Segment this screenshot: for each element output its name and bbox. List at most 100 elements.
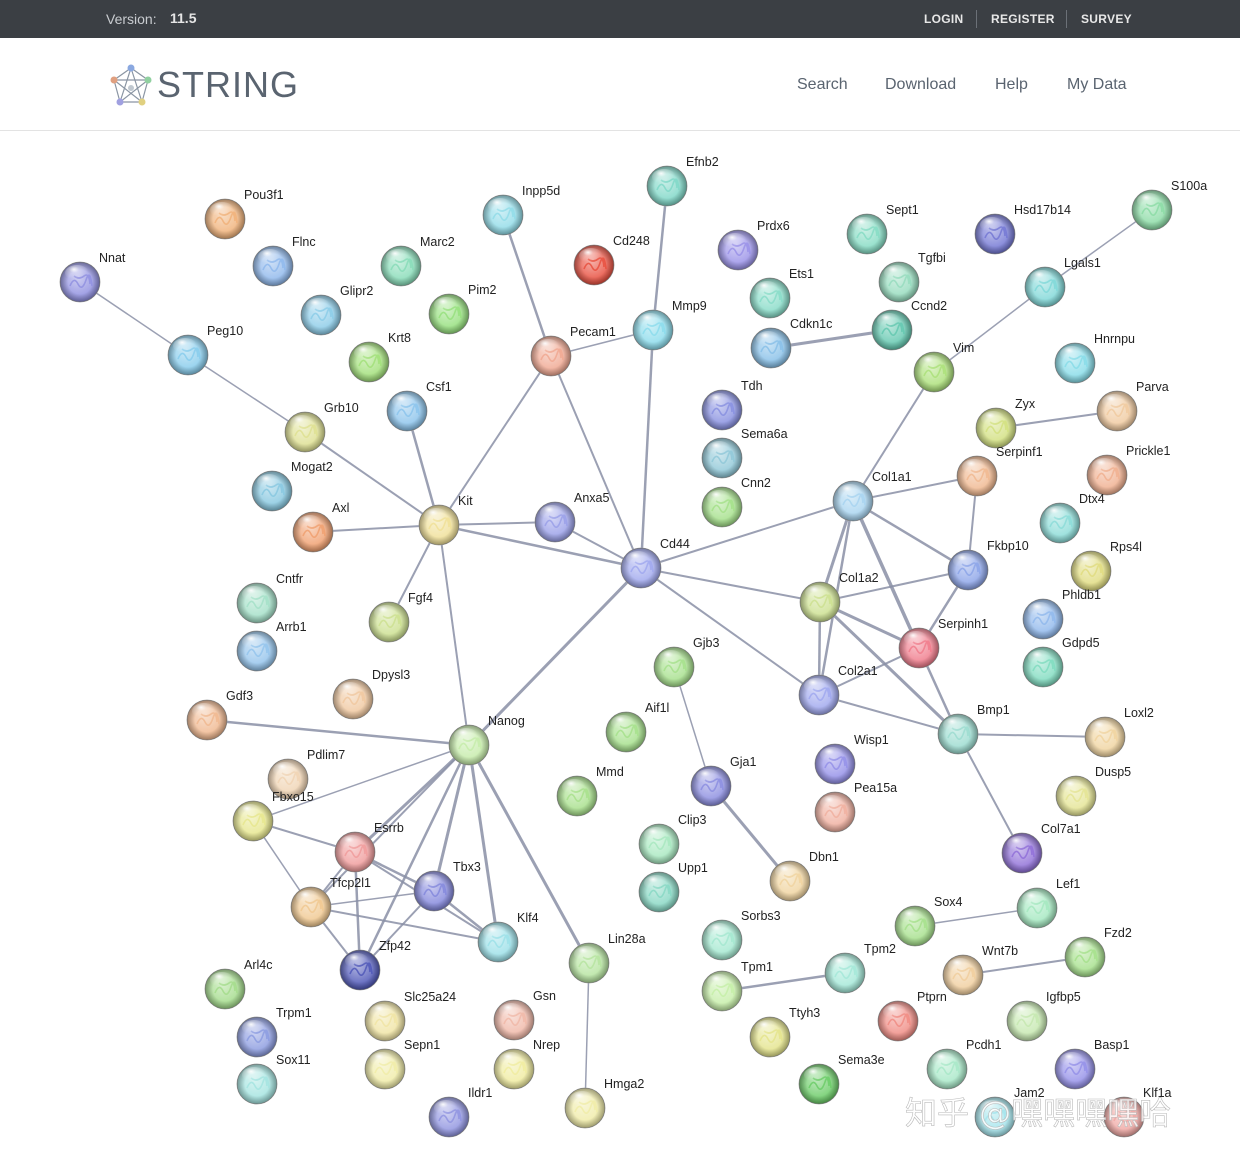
node-mogat2[interactable]: Mogat2	[251, 460, 333, 512]
edge-kit-cd44[interactable]	[438, 523, 642, 570]
node-col1a1[interactable]: Col1a1	[832, 470, 912, 522]
edge-col2a1-bmp1[interactable]	[818, 694, 959, 735]
edge-nanog-klf4[interactable]	[467, 744, 500, 943]
node-inpp5d[interactable]: Inpp5d	[482, 184, 560, 236]
node-trpm1[interactable]: Trpm1	[236, 1006, 312, 1058]
node-glipr2[interactable]: Glipr2	[300, 284, 373, 336]
node-col2a1[interactable]: Col2a1	[798, 664, 878, 716]
node-klf4[interactable]: Klf4	[477, 911, 539, 963]
login-link[interactable]: LOGIN	[924, 12, 964, 26]
node-ccnd2[interactable]: Ccnd2	[871, 299, 947, 351]
node-prdx6[interactable]: Prdx6	[717, 219, 790, 271]
node-gja1[interactable]: Gja1	[690, 755, 756, 807]
node-pim2[interactable]: Pim2	[428, 283, 497, 335]
edge-lin28a-hmga2[interactable]	[584, 962, 590, 1109]
edge-mmp9-cd44[interactable]	[639, 329, 655, 569]
node-wisp1[interactable]: Wisp1	[814, 733, 889, 785]
node-col7a1[interactable]: Col7a1	[1001, 822, 1081, 874]
edge-peg10-grb10[interactable]	[187, 354, 306, 433]
edge-nanog-tfcp2l1[interactable]	[310, 744, 470, 908]
node-loxl2[interactable]: Loxl2	[1084, 706, 1154, 758]
edge-col1a2-bmp1[interactable]	[818, 600, 960, 736]
node-dbn1[interactable]: Dbn1	[769, 850, 839, 902]
node-gsn[interactable]: Gsn	[493, 989, 556, 1041]
node-gdf3[interactable]: Gdf3	[186, 689, 253, 741]
node-nnat[interactable]: Nnat	[59, 251, 126, 303]
node-rps4l[interactable]: Rps4l	[1070, 540, 1142, 592]
node-prickle1[interactable]: Prickle1	[1086, 444, 1171, 496]
node-dpysl3[interactable]: Dpysl3	[332, 668, 410, 720]
node-arrb1[interactable]: Arrb1	[236, 620, 307, 672]
edge-wnt7b-fzd2[interactable]	[962, 956, 1086, 976]
edge-nanog-esrrb[interactable]	[353, 743, 471, 854]
node-zyx[interactable]: Zyx	[975, 397, 1036, 449]
edge-vim-col1a1[interactable]	[852, 371, 935, 502]
node-upp1[interactable]: Upp1	[638, 861, 708, 913]
edge-kit-pecam1[interactable]	[438, 355, 552, 526]
edge-sox4-lef1[interactable]	[914, 907, 1038, 927]
node-hmga2[interactable]: Hmga2	[564, 1077, 644, 1129]
node-dusp5[interactable]: Dusp5	[1055, 765, 1131, 817]
node-sept1[interactable]: Sept1	[846, 203, 919, 255]
node-tbx3[interactable]: Tbx3	[413, 860, 481, 912]
survey-link[interactable]: SURVEY	[1081, 12, 1132, 26]
node-tdh[interactable]: Tdh	[701, 379, 763, 431]
node-klf1a[interactable]: Klf1a	[1103, 1086, 1172, 1138]
node-pea15a[interactable]: Pea15a	[814, 781, 897, 833]
edge-col1a1-serpinf1[interactable]	[852, 475, 978, 502]
node-cdkn1c[interactable]: Cdkn1c	[750, 317, 832, 369]
node-mmp9[interactable]: Mmp9	[632, 299, 707, 351]
node-tpm2[interactable]: Tpm2	[824, 942, 896, 994]
edge-tpm1-tpm2[interactable]	[721, 971, 846, 993]
node-wnt7b[interactable]: Wnt7b	[942, 944, 1018, 996]
node-mmd[interactable]: Mmd	[556, 765, 624, 817]
edge-nnat-peg10[interactable]	[79, 281, 189, 356]
node-serpinh1[interactable]: Serpinh1	[898, 617, 988, 669]
node-lef1[interactable]: Lef1	[1016, 877, 1080, 929]
node-ptprn[interactable]: Ptprn	[877, 990, 947, 1042]
node-tpm1[interactable]: Tpm1	[701, 960, 773, 1012]
node-arl4c[interactable]: Arl4c	[204, 958, 272, 1010]
edge-bmp1-loxl2[interactable]	[957, 733, 1106, 738]
edge-fbxo15-nanog[interactable]	[252, 744, 470, 822]
edge-inpp5d-pecam1[interactable]	[501, 214, 553, 357]
logo-text[interactable]: STRING	[157, 64, 300, 105]
node-col1a2[interactable]: Col1a2	[799, 571, 879, 623]
node-cd44[interactable]: Cd44	[620, 537, 690, 589]
edge-kit-nanog[interactable]	[438, 524, 470, 746]
edge-cd44-col1a1[interactable]	[640, 500, 854, 569]
node-bmp1[interactable]: Bmp1	[937, 703, 1010, 755]
node-pecam1[interactable]: Pecam1	[530, 325, 616, 377]
node-peg10[interactable]: Peg10	[167, 324, 243, 376]
edge-bmp1-col7a1[interactable]	[957, 733, 1023, 854]
node-axl[interactable]: Axl	[292, 501, 349, 553]
edge-cd44-nanog[interactable]	[467, 566, 643, 747]
edge-pecam1-cd44[interactable]	[550, 355, 642, 569]
node-efnb2[interactable]: Efnb2	[646, 155, 719, 207]
node-sox11[interactable]: Sox11	[236, 1053, 311, 1105]
edge-gja1-dbn1[interactable]	[709, 785, 792, 882]
node-nanog[interactable]: Nanog	[448, 714, 525, 766]
edge-col1a1-serpinh1[interactable]	[851, 500, 921, 649]
node-parva[interactable]: Parva	[1096, 380, 1169, 432]
edge-tfcp2l1-tbx3[interactable]	[310, 890, 435, 908]
node-phldb1[interactable]: Phldb1	[1022, 588, 1101, 640]
node-flnc[interactable]: Flnc	[252, 235, 316, 287]
nav-search[interactable]: Search	[797, 76, 848, 93]
node-clip3[interactable]: Clip3	[638, 813, 707, 865]
string-logo-icon[interactable]	[108, 64, 154, 106]
node-pcdh1[interactable]: Pcdh1	[926, 1038, 1001, 1090]
edge-tfcp2l1-klf4[interactable]	[310, 906, 499, 943]
node-slc25a24[interactable]: Slc25a24	[364, 990, 456, 1042]
node-basp1[interactable]: Basp1	[1054, 1038, 1129, 1090]
node-sema3e[interactable]: Sema3e	[798, 1053, 885, 1105]
node-vim[interactable]: Vim	[913, 341, 974, 393]
node-fzd2[interactable]: Fzd2	[1064, 926, 1132, 978]
node-s100a[interactable]: S100a	[1131, 179, 1207, 231]
node-cntfr[interactable]: Cntfr	[236, 572, 303, 624]
edge-nanog-zfp42[interactable]	[358, 744, 471, 971]
edge-axl-kit[interactable]	[312, 524, 440, 533]
node-dtx4[interactable]: Dtx4	[1039, 492, 1105, 544]
node-gjb3[interactable]: Gjb3	[653, 636, 719, 688]
